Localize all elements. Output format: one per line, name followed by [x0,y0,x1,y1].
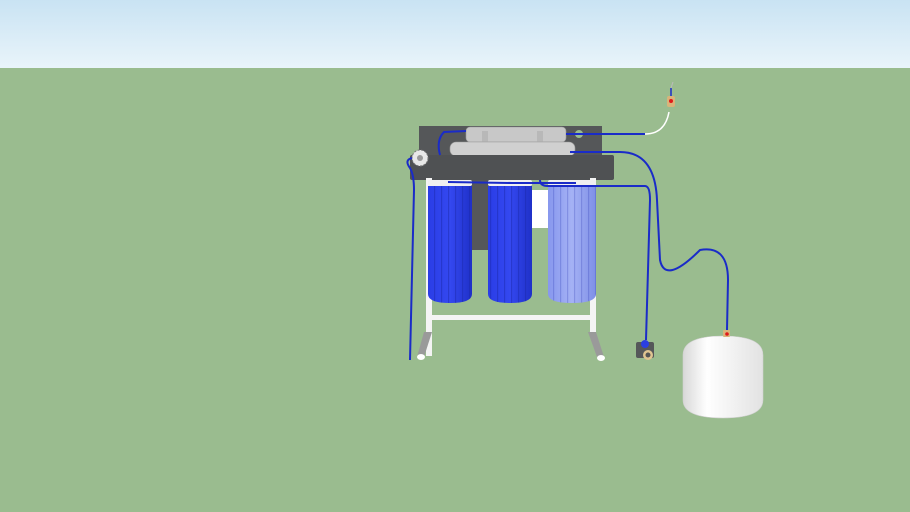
membrane-housing [465,126,567,143]
stand-crossbar [432,315,590,320]
faucet-tube [644,111,670,135]
front-bar [410,155,614,180]
stand-foot-right [588,332,604,357]
filter-system[interactable] [406,81,764,419]
faucet-icon[interactable] [667,81,675,107]
tubing [406,130,730,361]
valve-icon[interactable] [636,340,654,360]
sky [0,0,910,68]
filter-canister-1[interactable] [428,180,472,303]
filter-canister-2[interactable] [488,180,532,303]
pressure-gauge-icon [411,149,429,167]
filter-canister-3[interactable] [548,180,596,303]
stand-foot-left [417,332,432,357]
storage-tank[interactable] [682,330,764,419]
